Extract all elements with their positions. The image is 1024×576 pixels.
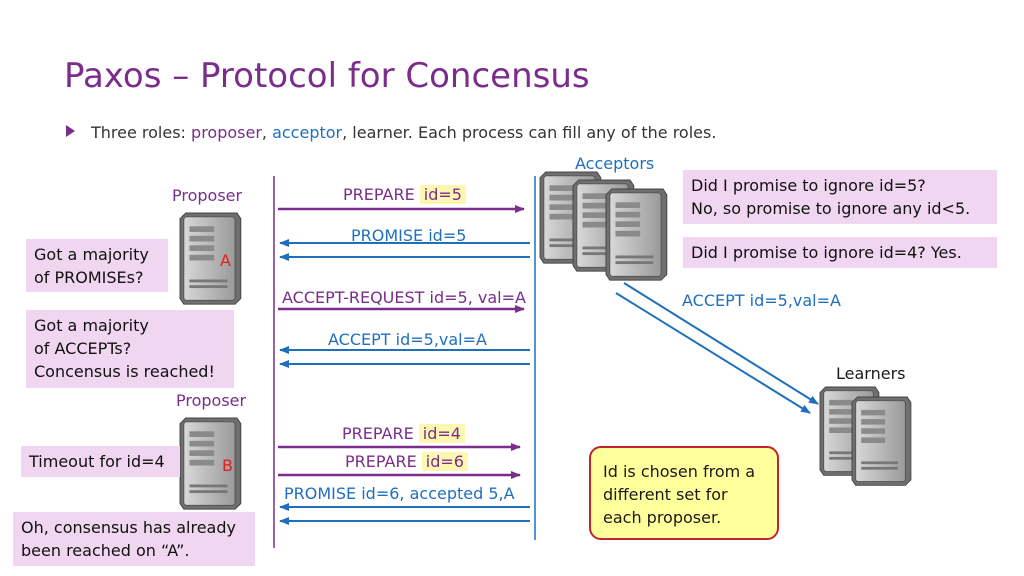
- prepare-label-2: PREPARE id=4: [342, 424, 465, 443]
- server-icon-learner-2: [851, 396, 912, 486]
- promise-label-1: PROMISE id=5: [351, 226, 467, 245]
- server-icon-acceptor-3: [605, 188, 668, 281]
- role-acceptor: acceptor: [272, 123, 343, 142]
- accept-to-learners-arrow-1: [623, 282, 819, 405]
- id-chosen-line1: Id is chosen from a: [603, 462, 756, 481]
- already-reached-line2: been reached on “A”.: [21, 541, 190, 560]
- accept-to-learners-label: ACCEPT id=5,val=A: [682, 291, 841, 310]
- acceptor-check-note-1-line2: No, so promise to ignore any id<5.: [691, 199, 971, 218]
- proposer-top-label: Proposer: [172, 186, 243, 205]
- majority-accepts-line1: Got a majority: [34, 316, 149, 335]
- prepare-label-3-prefix: PREPARE: [345, 452, 422, 471]
- id-chosen-line2: different set for: [603, 485, 728, 504]
- prepare-label-1: PREPARE id=5: [343, 185, 466, 204]
- prepare-label-3: PREPARE id=6: [345, 452, 468, 471]
- majority-accepts-line3: Concensus is reached!: [34, 362, 215, 381]
- timeout-note-text: Timeout for id=4: [29, 452, 165, 471]
- prepare-label-1-id: id=5: [419, 185, 466, 204]
- server-b-label: B: [222, 456, 233, 475]
- prepare-label-2-id: id=4: [418, 424, 465, 443]
- id-chosen-line3: each proposer.: [603, 508, 722, 527]
- acceptor-check-note-2-text: Did I promise to ignore id=4? Yes.: [691, 243, 962, 262]
- id-chosen-callout: Id is chosen from a different set for ea…: [589, 446, 779, 540]
- majority-promises-line2: of PROMISEs?: [34, 268, 144, 287]
- roles-bullet: Three roles: proposer, acceptor, learner…: [66, 123, 716, 142]
- majority-accepts-line2: of ACCEPTs?: [34, 339, 132, 358]
- roles-rest: , learner. Each process can fill any of …: [342, 123, 717, 142]
- prepare-label-1-prefix: PREPARE: [343, 185, 420, 204]
- role-proposer: proposer: [191, 123, 262, 142]
- proposer-bottom-label: Proposer: [176, 391, 247, 410]
- server-a-label: A: [220, 251, 231, 270]
- page-title: Paxos – Protocol for Concensus: [64, 56, 590, 96]
- promise-label-2: PROMISE id=6, accepted 5,A: [284, 484, 515, 503]
- acceptor-check-note-1: Did I promise to ignore id=5? No, so pro…: [683, 170, 997, 224]
- accept-label-1: ACCEPT id=5,val=A: [328, 330, 487, 349]
- prepare-label-2-prefix: PREPARE: [342, 424, 419, 443]
- majority-promises-note: Got a majority of PROMISEs?: [26, 239, 168, 292]
- timeout-note: Timeout for id=4: [21, 446, 180, 477]
- prepare-label-3-id: id=6: [421, 452, 468, 471]
- roles-prefix: Three roles:: [91, 123, 192, 142]
- bullet-triangle-icon: [66, 125, 75, 137]
- majority-accepts-note: Got a majority of ACCEPTs? Concensus is …: [26, 310, 234, 388]
- already-reached-line1: Oh, consensus has already: [21, 518, 236, 537]
- roles-sep: ,: [261, 123, 273, 142]
- acceptors-label: Acceptors: [575, 154, 655, 173]
- majority-promises-line1: Got a majority: [34, 245, 149, 264]
- learners-label: Learners: [836, 364, 906, 383]
- accept-to-learners-arrow-2: [615, 292, 811, 414]
- already-reached-note: Oh, consensus has already been reached o…: [13, 512, 255, 566]
- accept-request-label: ACCEPT-REQUEST id=5, val=A: [282, 288, 526, 307]
- acceptor-check-note-2: Did I promise to ignore id=4? Yes.: [683, 237, 997, 268]
- acceptor-check-note-1-line1: Did I promise to ignore id=5?: [691, 176, 926, 195]
- server-icon-proposer-a: [179, 212, 242, 305]
